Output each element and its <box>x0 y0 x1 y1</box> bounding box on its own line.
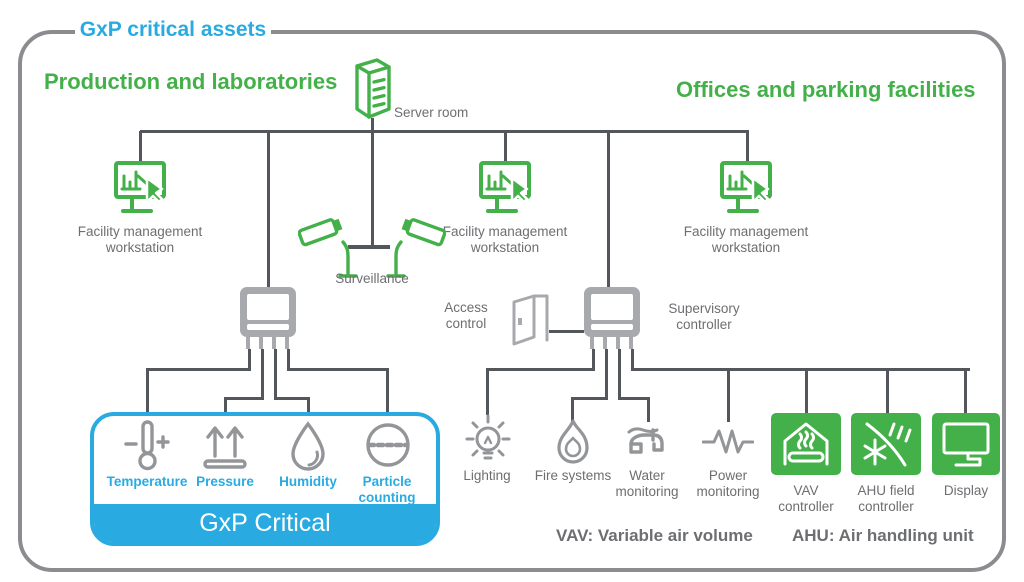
controller-box-icon <box>584 287 640 349</box>
surveillance-pole-base <box>348 245 390 249</box>
access-control-label: Access control <box>444 300 488 332</box>
connector-line <box>647 400 650 422</box>
gxp-critical-title: GxP Critical <box>94 504 436 542</box>
heading-production-laboratories: Production and laboratories <box>44 69 338 94</box>
connector-line <box>631 349 634 371</box>
connector-line <box>571 400 574 422</box>
system-label: Fire systems <box>534 468 612 483</box>
sensor-label: Temperature <box>106 474 188 489</box>
green-device-label: VAV controller <box>778 483 834 515</box>
monitor-chart-icon <box>720 161 772 217</box>
connector-line <box>592 349 595 371</box>
connector-line <box>224 397 264 400</box>
sensor-label: Pressure <box>196 474 254 489</box>
connector-line <box>605 349 608 400</box>
system-label: Lighting <box>463 468 511 483</box>
connector-line <box>571 397 608 400</box>
connector-line <box>139 131 142 161</box>
connector-line <box>805 371 808 413</box>
connector-line <box>140 130 749 133</box>
connector-line <box>261 349 264 400</box>
server-rack-icon <box>344 56 396 122</box>
surveillance-label: Surveillance <box>335 271 409 286</box>
sensor-label: Particle counting <box>358 474 416 506</box>
sensor-label: Humidity <box>279 474 337 489</box>
connector-line <box>607 131 610 287</box>
particle-counter-icon <box>364 421 412 469</box>
controller-box-icon <box>240 287 296 349</box>
connector-line <box>274 349 277 400</box>
connector-line <box>267 131 270 287</box>
display-monitor-icon <box>932 413 1000 475</box>
gxp-critical-zone: GxP Critical <box>90 412 440 546</box>
pressure-arrows-icon <box>202 420 248 470</box>
surveillance-pole <box>371 131 374 245</box>
controller-screen <box>591 294 633 320</box>
server-room-label: Server room <box>394 105 469 120</box>
connector-line <box>504 131 507 161</box>
heading-offices-parking: Offices and parking facilities <box>676 77 976 102</box>
controller-screen <box>247 294 289 320</box>
connector-line <box>224 400 227 412</box>
supervisory-controller-label: Supervisory controller <box>668 301 740 333</box>
workstation-label: Facility management workstation <box>442 224 568 256</box>
connector-line <box>618 349 621 400</box>
connector-line <box>486 371 489 415</box>
cctv-cameras-icon <box>386 216 446 282</box>
connector-line <box>371 118 374 132</box>
gxp-critical-assets-badge: GxP critical assets <box>75 9 271 51</box>
open-door-icon <box>505 292 551 348</box>
cctv-cameras-icon <box>298 216 358 282</box>
faucet-icon <box>623 420 669 466</box>
legend-ahu: AHU: Air handling unit <box>792 526 974 545</box>
green-device-label: Display <box>943 483 989 498</box>
system-label: Power monitoring <box>696 468 760 500</box>
power-pulse-icon <box>702 426 754 456</box>
green-device-label: AHU field controller <box>857 483 915 515</box>
vav-unit-icon <box>771 413 841 475</box>
controller-slot <box>247 324 289 330</box>
connector-line <box>274 397 310 400</box>
connector-line <box>618 397 650 400</box>
diagram-frame <box>18 30 1006 572</box>
connector-line <box>287 349 290 371</box>
connector-line <box>631 368 970 371</box>
connector-line <box>146 368 251 371</box>
ahu-cooling-icon <box>851 413 921 475</box>
light-bulb-icon <box>465 413 511 465</box>
system-label: Water monitoring <box>615 468 679 500</box>
connector-line <box>964 371 967 413</box>
workstation-label: Facility management workstation <box>77 224 203 256</box>
thermometer-icon <box>124 420 170 472</box>
connector-line <box>307 400 310 412</box>
connector-line <box>146 371 149 412</box>
legend-vav: VAV: Variable air volume <box>556 526 753 545</box>
monitor-chart-icon <box>114 161 166 217</box>
connector-line <box>486 368 595 371</box>
connector-line <box>727 371 730 422</box>
connector-line <box>746 131 749 161</box>
water-drop-icon <box>287 421 329 471</box>
connector-line <box>287 368 389 371</box>
flame-icon <box>551 419 595 469</box>
connector-line <box>386 371 389 412</box>
connector-line <box>886 371 889 413</box>
connector-line <box>549 330 584 333</box>
monitor-chart-icon <box>479 161 531 217</box>
controller-slot <box>591 324 633 330</box>
workstation-label: Facility management workstation <box>683 224 809 256</box>
connector-line <box>248 349 251 371</box>
